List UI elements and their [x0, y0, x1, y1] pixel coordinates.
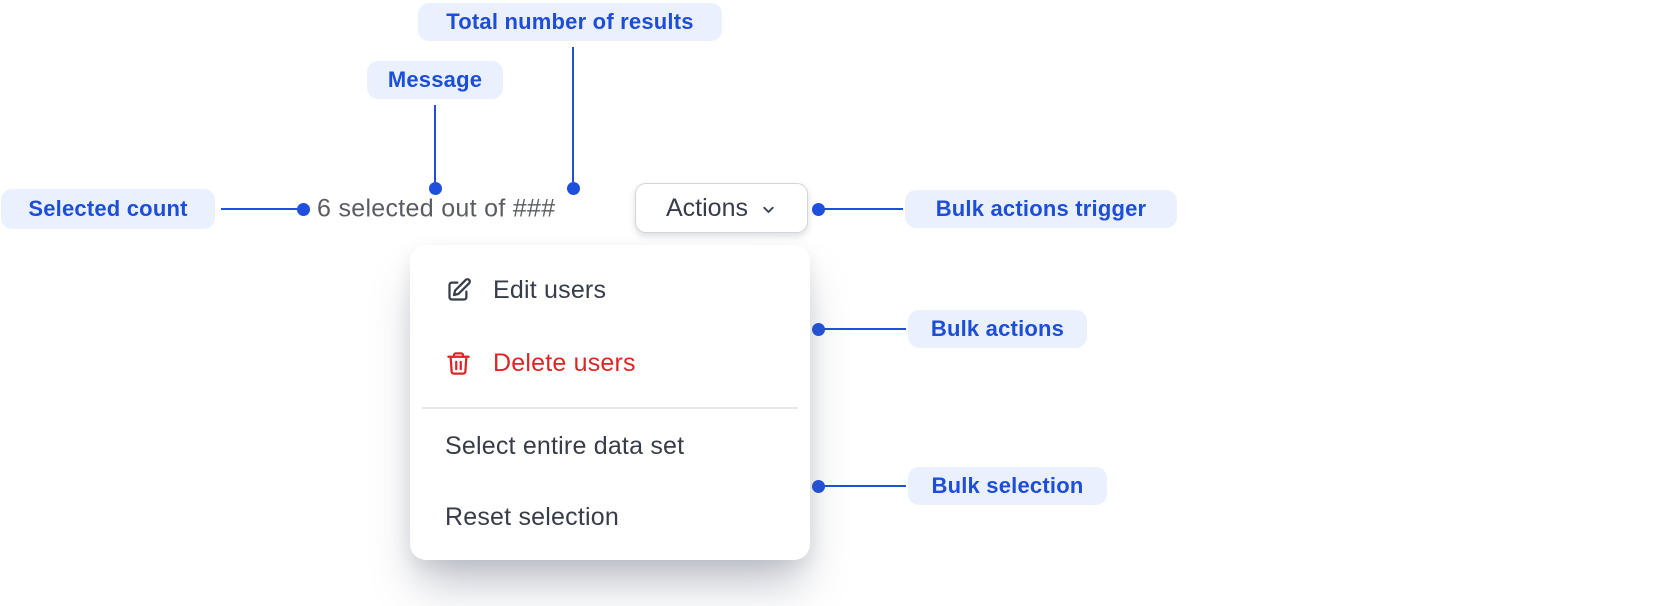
connector-line-total-results: [571, 47, 575, 182]
menu-item-delete-users[interactable]: Delete users: [445, 343, 636, 383]
menu-item-label: Edit users: [493, 275, 607, 304]
annotation-bulk-actions: Bulk actions: [908, 310, 1087, 348]
menu-item-reset-selection[interactable]: Reset selection: [445, 497, 619, 537]
menu-item-label: Select entire data set: [445, 431, 685, 460]
edit-icon: [445, 277, 472, 304]
trash-icon: [445, 350, 472, 377]
connector-line-bulk-actions: [824, 327, 906, 331]
connector-line-message: [433, 105, 437, 182]
connector-dot-selected-count: [296, 202, 310, 216]
selection-count-message: 6 selected out of ###: [317, 194, 556, 223]
connector-dot-bulk-selection: [811, 479, 825, 493]
connector-dot-total-results: [566, 181, 580, 195]
connector-dot-bulk-actions: [811, 322, 825, 336]
menu-item-edit-users[interactable]: Edit users: [445, 270, 606, 310]
annotation-total-number-of-results: Total number of results: [418, 3, 722, 41]
bulk-actions-menu: Edit users Delete users Select entire da…: [410, 245, 810, 560]
connector-line-bulk-actions-trigger: [824, 207, 903, 211]
chevron-down-icon: [760, 201, 777, 218]
connector-line-selected-count: [221, 207, 297, 211]
actions-button-label: Actions: [666, 193, 748, 222]
connector-line-bulk-selection: [824, 484, 906, 488]
annotation-bulk-actions-trigger: Bulk actions trigger: [905, 190, 1177, 228]
annotation-selected-count: Selected count: [1, 189, 215, 229]
menu-item-label: Reset selection: [445, 502, 619, 531]
annotation-message: Message: [367, 61, 503, 99]
menu-item-select-entire-data-set[interactable]: Select entire data set: [445, 426, 684, 466]
menu-item-label: Delete users: [493, 348, 636, 377]
connector-dot-bulk-actions-trigger: [811, 202, 825, 216]
bulk-actions-trigger-button[interactable]: Actions: [635, 183, 808, 233]
connector-dot-message: [428, 181, 442, 195]
menu-divider: [422, 407, 798, 409]
annotation-bulk-selection: Bulk selection: [908, 467, 1107, 505]
